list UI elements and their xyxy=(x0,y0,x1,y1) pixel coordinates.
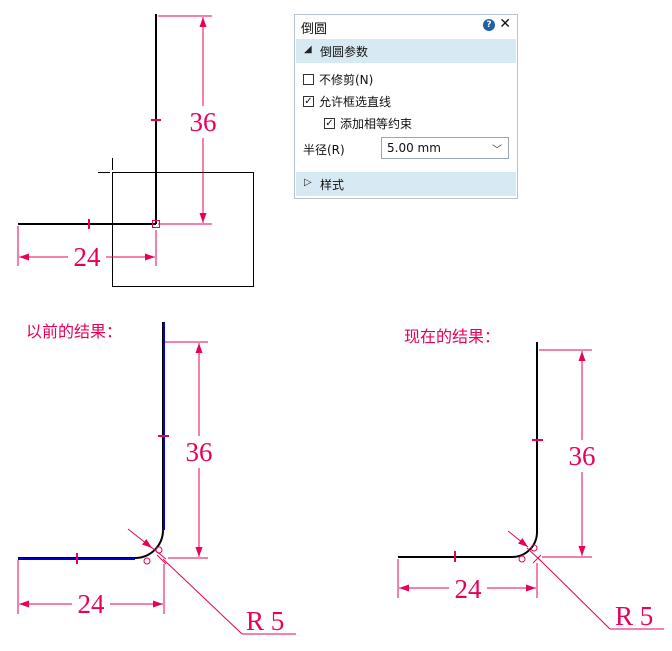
section-label: 样式 xyxy=(320,178,345,192)
dimension-text-bg xyxy=(68,242,106,270)
radius-value: 5.00 mm xyxy=(387,141,441,155)
selection-box xyxy=(112,172,254,287)
fillet-dialog: 倒圆 ? ✕ ◢ 倒圆参数 不修剪(N) ✓ 允许框选直线 ✓ 添加相等约束 半… xyxy=(294,14,518,199)
filleted-outline[interactable] xyxy=(398,342,538,558)
dimension-text-36[interactable]: 36 xyxy=(569,441,596,471)
before-caption: 以前的结果： xyxy=(26,322,123,341)
option-add-equal-constraint[interactable]: ✓ 添加相等约束 xyxy=(324,114,412,132)
option-label: 允许框选直线 xyxy=(319,94,392,109)
checkbox-no-trim[interactable] xyxy=(303,73,314,85)
dimension-text-24[interactable]: 24 xyxy=(74,242,102,272)
radius-text[interactable]: R 5 xyxy=(246,606,284,636)
center-mark xyxy=(156,554,167,565)
radius-label: 半径(R) xyxy=(303,143,345,157)
option-label: 添加相等约束 xyxy=(340,116,413,131)
close-icon[interactable]: ✕ xyxy=(499,16,511,32)
center-mark xyxy=(145,542,167,560)
chevron-down-icon: ﹀ xyxy=(492,145,502,156)
expand-triangle-icon: ▷ xyxy=(304,177,312,188)
dimension-text-bg xyxy=(72,589,110,617)
top-sketch: 36 24 xyxy=(17,14,254,287)
dimension-text-36[interactable]: 36 xyxy=(186,437,213,467)
crosshair-cursor-icon xyxy=(98,158,128,188)
dimension-text-bg xyxy=(565,440,599,472)
tangent-point xyxy=(518,555,526,563)
dimension-text-bg xyxy=(186,106,220,138)
radius-text[interactable]: R 5 xyxy=(615,601,653,631)
collapse-triangle-icon: ◢ xyxy=(304,44,312,55)
radius-leader-arrow xyxy=(507,530,529,548)
checkbox-add-equal-constraint[interactable]: ✓ xyxy=(324,117,335,129)
dimension-text-36[interactable]: 36 xyxy=(190,107,217,137)
section-fillet-params[interactable]: ◢ 倒圆参数 xyxy=(296,39,516,63)
help-circle-icon[interactable]: ? xyxy=(483,19,495,31)
dialog-title: 倒圆 xyxy=(301,22,328,37)
radius-select[interactable]: 5.00 mm ﹀ xyxy=(381,137,509,159)
section-label: 倒圆参数 xyxy=(320,45,369,59)
checkbox-allow-box-select[interactable]: ✓ xyxy=(303,95,314,107)
dimension-text-bg xyxy=(449,574,487,602)
tangent-point xyxy=(530,544,538,552)
after-result-sketch: R 5 36 24 xyxy=(397,342,664,631)
dimension-text-24[interactable]: 24 xyxy=(455,574,483,604)
option-no-trim[interactable]: 不修剪(N) xyxy=(303,70,373,88)
option-label: 不修剪(N) xyxy=(319,72,374,87)
after-caption: 现在的结果： xyxy=(404,327,501,346)
before-result-sketch: R 5 36 24 xyxy=(17,322,296,636)
radius-leader xyxy=(162,558,243,635)
dimension-text-24[interactable]: 24 xyxy=(78,589,106,619)
dialog-titlebar[interactable]: 倒圆 ? ✕ xyxy=(295,15,517,37)
section-style[interactable]: ▷ 样式 xyxy=(296,172,516,196)
radius-leader xyxy=(537,557,611,630)
tangent-point xyxy=(143,557,151,565)
filleted-outline[interactable] xyxy=(18,322,164,559)
dimension-text-bg xyxy=(182,436,216,468)
center-mark xyxy=(532,554,542,564)
option-allow-box-select[interactable]: ✓ 允许框选直线 xyxy=(303,92,391,110)
